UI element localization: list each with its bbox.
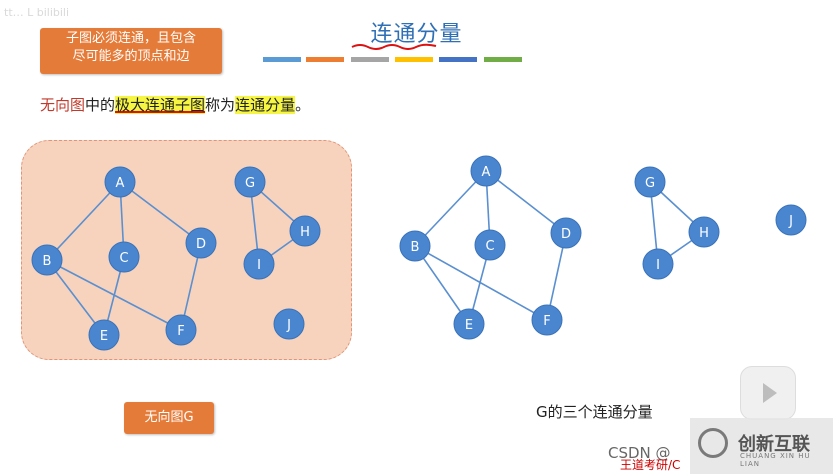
logo-subtext: CHUANG XIN HU LIAN: [740, 452, 811, 468]
graph_left-node-label-A: A: [116, 176, 125, 191]
graph_left-node-G: [234, 166, 266, 198]
graph_right-node-label-I: I: [656, 258, 660, 273]
graph_right-node-H: [688, 216, 720, 248]
graph_right-node-label-B: B: [411, 240, 420, 255]
graph_right-node-B: [399, 230, 431, 262]
graph_right-node-label-H: H: [699, 226, 709, 241]
graph-g-label: 无向图G: [124, 402, 214, 434]
graph_right-node-J: [775, 204, 807, 236]
graph_left-node-A: [104, 166, 136, 198]
title-underline-scribble: [351, 43, 437, 50]
definition-statement: 无向图中的极大连通子图称为连通分量。: [40, 94, 310, 115]
statement-end: 。: [295, 96, 311, 114]
logo-text: 创新互联: [738, 434, 810, 455]
graph_right-edge-AD: [485, 170, 567, 234]
statement-called: 称为: [205, 96, 236, 114]
graph_left-node-C: [108, 241, 140, 273]
graph_right-edge-AB: [414, 170, 487, 247]
graph_left-node-label-F: F: [177, 324, 184, 339]
graph_right-node-F: [531, 304, 563, 336]
graph_right-node-D: [550, 217, 582, 249]
graph_right-edge-BF: [414, 245, 548, 321]
graph_right-node-label-A: A: [482, 165, 491, 180]
graph_left-node-label-H: H: [300, 225, 310, 240]
play-icon[interactable]: [740, 366, 796, 420]
graph_left-edge-AD: [119, 181, 202, 244]
graph_left-edge-BE: [46, 259, 105, 336]
callout-note-line2: 尽可能多的顶点和边: [72, 49, 190, 64]
color-bar: [484, 57, 522, 62]
graph_left-node-B: [31, 244, 63, 276]
graph_right-node-label-F: F: [543, 314, 550, 329]
page-title: 连通分量: [370, 22, 463, 47]
graph_left-node-H: [289, 215, 321, 247]
graph_left-node-D: [185, 227, 217, 259]
statement-undirected: 无向图: [40, 96, 86, 114]
callout-note-line1: 子图必须连通，且包含: [65, 31, 196, 46]
statement-max-subgraph: 极大连通子图: [115, 96, 206, 114]
graph_right-edge-BE: [414, 245, 470, 325]
graph_left-node-label-B: B: [43, 254, 52, 269]
graph_right-node-I: [642, 248, 674, 280]
statement-of: 中的: [85, 96, 116, 114]
graph_right-node-A: [470, 155, 502, 187]
graph_right-node-E: [453, 308, 485, 340]
graph_left-node-J: [273, 308, 305, 340]
graph_left-node-label-G: G: [245, 176, 255, 191]
graph_right-node-label-E: E: [465, 318, 473, 333]
graph_left-node-E: [88, 319, 120, 351]
graph_left-node-label-C: C: [119, 251, 128, 266]
components-caption: G的三个连通分量: [536, 403, 653, 421]
color-bar: [306, 57, 344, 62]
top-left-watermark: tt… L bilibili: [4, 6, 70, 19]
graph_left-node-label-D: D: [196, 237, 206, 252]
graph_right-node-label-J: J: [788, 214, 793, 229]
graph_left-node-F: [165, 314, 197, 346]
graph_left-node-label-E: E: [100, 329, 108, 344]
author-watermark: 王道考研/C: [620, 458, 681, 472]
csdn-watermark: CSDN @: [608, 444, 671, 462]
graph_left-edge-AB: [46, 181, 121, 261]
color-bar: [395, 57, 433, 62]
graph_left-node-label-I: I: [257, 258, 261, 273]
color-bar: [263, 57, 301, 62]
graph_left-node-label-J: J: [286, 318, 291, 333]
graph_right-node-C: [474, 229, 506, 261]
statement-component: 连通分量: [235, 96, 296, 114]
color-bar: [351, 57, 389, 62]
callout-note: 子图必须连通，且包含 尽可能多的顶点和边: [40, 28, 222, 74]
graph_right-node-G: [634, 166, 666, 198]
graph_left-node-I: [243, 248, 275, 280]
graph_right-node-label-G: G: [645, 176, 655, 191]
color-bar: [439, 57, 477, 62]
graph_right-node-label-C: C: [485, 239, 494, 254]
graph_right-node-label-D: D: [561, 227, 571, 242]
logo-icon: [698, 428, 728, 458]
